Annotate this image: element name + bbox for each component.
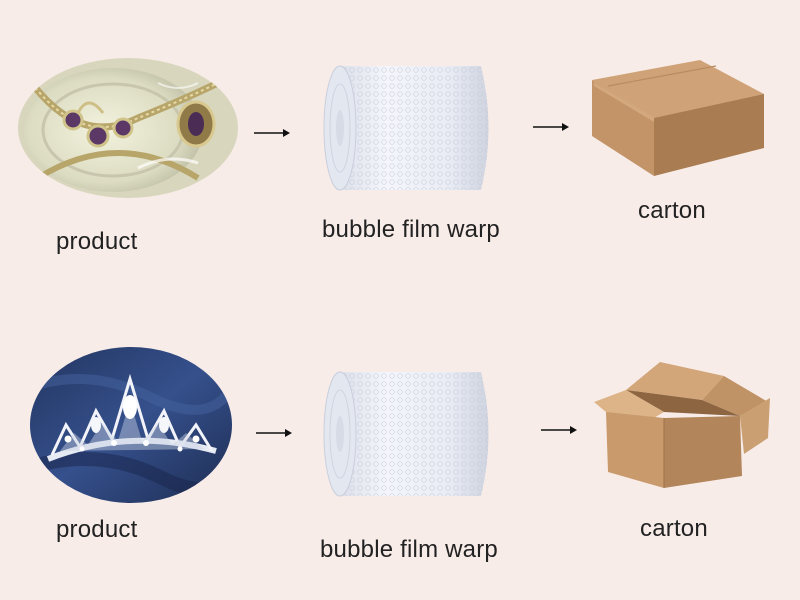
arrow-right-icon xyxy=(256,429,292,437)
carton-label: carton xyxy=(640,515,708,542)
arrow-right-icon xyxy=(541,426,577,434)
product-label: product xyxy=(56,228,138,255)
bubble-wrap-roll-image xyxy=(323,65,489,191)
jewelry-necklace-image xyxy=(18,58,238,198)
arrow-right-icon xyxy=(254,129,290,137)
carton-label: carton xyxy=(638,197,706,224)
arrow-right-icon xyxy=(533,123,569,131)
closed-carton-box-image xyxy=(592,60,764,176)
bubble-film-warp-label: bubble film warp xyxy=(320,536,498,563)
product-label: product xyxy=(56,516,138,543)
bubble-wrap-roll-image xyxy=(323,371,489,497)
open-carton-box-image xyxy=(594,362,770,488)
crown-tiara-image xyxy=(30,347,232,503)
bubble-film-warp-label: bubble film warp xyxy=(322,216,500,243)
